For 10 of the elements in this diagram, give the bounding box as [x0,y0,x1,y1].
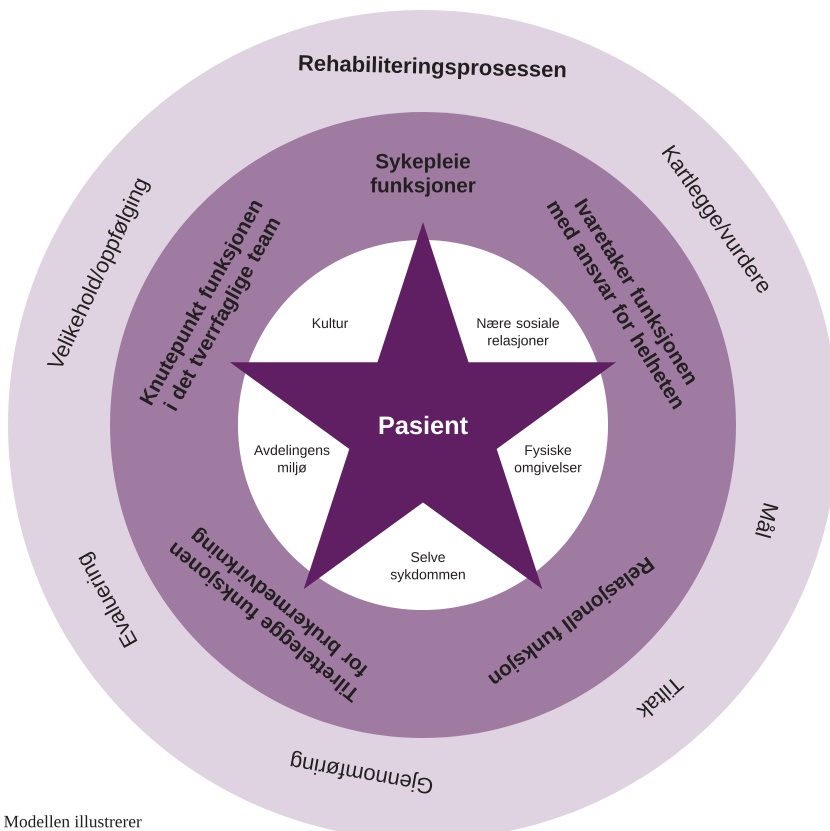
sector-label: Avdelingens miljø [254,444,330,476]
sector-label: Fysiske omgivelser [514,444,582,476]
ring-label: Mål [755,502,778,538]
ring-label: Sykepleie funksjoner [370,153,476,197]
star-label: Pasient [380,416,468,434]
caption: Modellen illustrerer [4,815,142,828]
sector-label: Selve sykdommen [390,552,465,582]
sector-label: Kultur [312,318,348,328]
sector-label: Nære sosiale relasjoner [478,318,559,348]
outer-title: Rehabiliteringsprosessen [299,55,566,80]
